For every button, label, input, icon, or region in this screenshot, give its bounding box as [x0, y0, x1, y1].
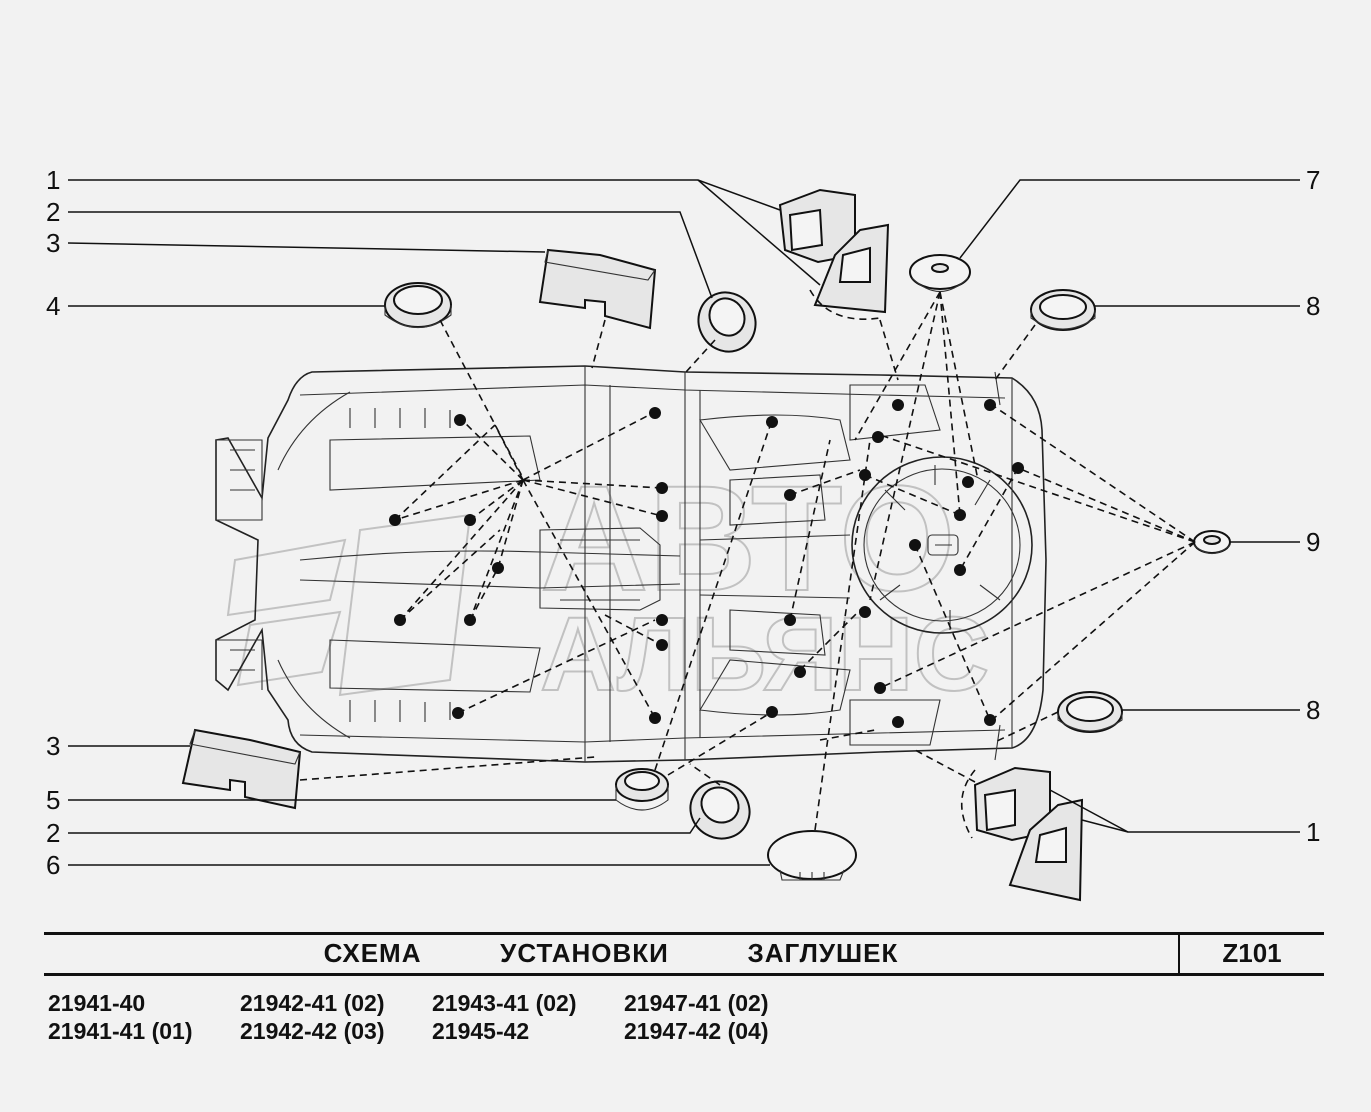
part-4-round-grommet	[384, 282, 452, 328]
model-variants: 21941-40 21941-41 (01) 21942-41 (02) 219…	[48, 990, 948, 1050]
variant-label: 21942-42 (03)	[240, 1018, 385, 1044]
page-code: Z101	[1222, 938, 1282, 968]
callout-2: 2	[46, 197, 60, 227]
callout-3-lower: 3	[46, 731, 60, 761]
part-8-bottom-grommet	[1057, 691, 1123, 733]
title-rule-bottom	[44, 973, 1324, 976]
variant-label: 21941-41 (01)	[48, 1018, 193, 1044]
part-1-top-bracket	[778, 188, 890, 320]
title-block: СХЕМА УСТАНОВКИ ЗАГЛУШЕК Z101	[44, 932, 1324, 976]
callout-numbers: 1 2 3 4 3 5 2 6 7 8 9 8 1	[46, 165, 1320, 880]
variant-label: 21941-40	[48, 990, 146, 1016]
callout-8-lower: 8	[1306, 695, 1320, 725]
title-rule-top	[44, 932, 1324, 935]
part-6-large-cap	[767, 830, 857, 881]
watermark-text-alyans: АЛЬЯНС	[540, 596, 989, 713]
car-underbody	[215, 365, 1047, 763]
part-5-round-grommet	[615, 768, 669, 811]
plug-installation-diagram: АВТО АЛЬЯНС	[46, 165, 1320, 902]
variant-label: 21947-42 (04)	[624, 1018, 769, 1044]
callout-3: 3	[46, 228, 60, 258]
variant-label: 21943-41 (02)	[432, 990, 577, 1016]
page-title: СХЕМА УСТАНОВКИ ЗАГЛУШЕК	[323, 938, 899, 968]
part-7-cap	[909, 254, 971, 292]
part-9-small-plug	[1193, 530, 1231, 555]
part-2-top-oval-plug	[697, 291, 757, 353]
part-2-bottom-oval-plug	[689, 780, 751, 840]
part-3-bottom-pad	[181, 728, 302, 810]
callout-1-lower: 1	[1306, 817, 1320, 847]
variant-label: 21945-42	[432, 1018, 530, 1044]
part-8-top-grommet	[1030, 289, 1096, 331]
callout-5: 5	[46, 785, 60, 815]
callout-8: 8	[1306, 291, 1320, 321]
leader-lines	[67, 179, 1300, 866]
part-1-bottom-bracket	[960, 766, 1084, 902]
installation-points	[389, 399, 1024, 728]
callout-9: 9	[1306, 527, 1320, 557]
variant-label: 21947-41 (02)	[624, 990, 769, 1016]
title-divider	[1178, 932, 1180, 976]
callout-2-lower: 2	[46, 818, 60, 848]
callout-7: 7	[1306, 165, 1320, 195]
callout-4: 4	[46, 291, 60, 321]
part-3-top-pad	[538, 248, 657, 330]
callout-1: 1	[46, 165, 60, 195]
callout-6: 6	[46, 850, 60, 880]
installation-arrows	[299, 291, 1196, 831]
variant-label: 21942-41 (02)	[240, 990, 385, 1016]
